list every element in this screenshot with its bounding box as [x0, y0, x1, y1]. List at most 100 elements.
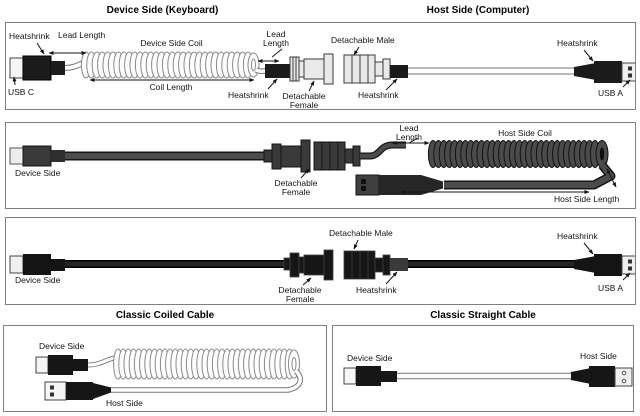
host-return-cable — [109, 369, 303, 393]
panel1-drawing — [9, 42, 635, 92]
device-side-label: Device Side — [15, 275, 61, 285]
lead-length-right-pointer — [271, 48, 283, 58]
panel5-drawing — [343, 366, 633, 387]
usb-a-heatshrink — [574, 256, 596, 273]
panel4-drawing — [35, 348, 303, 401]
detachable-male-connector — [343, 250, 391, 280]
usb-a-heatshrink — [574, 63, 596, 80]
usb-a-connector — [571, 366, 633, 387]
panel-custom-coiled-cable: Heatshrink Lead Length Device Side Coil … — [5, 22, 636, 110]
host-side-coil-label: Host Side Coil — [498, 128, 552, 138]
usb-c-tip — [9, 147, 24, 165]
title-classic-coiled: Classic Coiled Cable — [115, 310, 215, 321]
heatshrink-male-label: Heatshrink — [356, 285, 397, 295]
usb-c-pointer — [12, 76, 17, 86]
detachable-female-pointer — [300, 168, 310, 179]
usb-c-heatshrink — [381, 371, 397, 382]
panel-classic-coiled-cable: Device Side Host Side — [3, 325, 327, 412]
usb-c-body — [48, 355, 73, 375]
annotation-arrows — [302, 239, 631, 286]
heatshrink-male-label: Heatshrink — [358, 90, 399, 100]
detachable-male-label: Detachable Male — [331, 35, 395, 45]
usb-a-plug — [614, 367, 633, 387]
usb-c-body — [22, 55, 52, 81]
usb-c-body — [356, 366, 381, 386]
usb-c-connector — [9, 55, 65, 81]
usb-c-connector — [35, 355, 88, 375]
usb-c-tip — [9, 255, 24, 274]
usb-c-body — [22, 145, 52, 167]
coil-end-hole — [251, 58, 256, 72]
usb-c-tip — [343, 367, 357, 385]
heatshrink-male-pointer — [385, 78, 398, 91]
usb-c-connector — [343, 366, 397, 386]
coil-length-label: Coil Length — [149, 82, 193, 92]
lead-length-pointer — [408, 137, 419, 144]
device-side-label: Device Side — [347, 353, 393, 363]
usb-c-body — [23, 254, 51, 275]
lead-length-left-label: Lead Length — [58, 30, 106, 40]
header-device-side: Device Side (Keyboard) — [106, 5, 219, 16]
usb-c-heatshrink — [51, 150, 65, 162]
heatshrink-female-pointer — [267, 78, 278, 90]
device-side-label: Device Side — [39, 341, 85, 351]
usb-a-heatshrink — [93, 383, 111, 399]
detachable-female-connector — [289, 53, 334, 85]
panel2-drawing — [9, 137, 617, 196]
heatshrink-before-female — [265, 64, 292, 78]
usb-a-plug — [355, 174, 380, 196]
usb-a-pointer — [622, 272, 631, 281]
detachable-male-connector — [313, 141, 361, 171]
usb-a-body — [594, 61, 622, 83]
host-side-coil — [427, 140, 601, 168]
detachable-male-pointer — [353, 46, 360, 56]
detachable-female-label: Detachable Female — [274, 178, 318, 198]
usb-a-plug — [621, 62, 635, 82]
usb-a-heatshrink — [571, 368, 591, 384]
panel-classic-straight-cable: Device Side Host Side — [332, 325, 634, 412]
device-lead-cable — [87, 354, 118, 368]
usb-a-body — [589, 366, 615, 387]
usb-c-tip — [9, 57, 24, 79]
usb-c-connector — [9, 254, 65, 275]
usb-c-heatshrink — [51, 259, 65, 271]
coil-end-hole — [599, 147, 605, 161]
usb-a-label: USB A — [598, 283, 624, 293]
usb-c-heatshrink — [51, 61, 65, 75]
usb-a-pointer — [622, 79, 631, 88]
usb-a-label: USB A — [598, 88, 624, 98]
detachable-female-connector — [263, 139, 311, 173]
usb-a-plug — [44, 381, 67, 401]
device-side-coil — [80, 51, 254, 79]
usb-c-tip — [35, 356, 49, 374]
detachable-male-label: Detachable Male — [329, 228, 393, 238]
detachable-male-connector — [343, 54, 391, 84]
panel3-drawing — [9, 239, 635, 286]
detachable-female-connector — [283, 249, 334, 281]
annotation-arrows — [300, 137, 617, 194]
host-side-label: Host Side — [580, 351, 617, 361]
host-side-label: Host Side — [106, 398, 143, 408]
detachable-female-label: Detachable Female — [278, 285, 322, 305]
usb-a-body — [594, 254, 622, 276]
detachable-male-pointer — [353, 239, 359, 250]
heatshrink-female-label: Heatshrink — [228, 90, 269, 100]
usb-c-heatshrink — [73, 359, 88, 371]
detachable-female-pointer — [302, 277, 312, 286]
host-side-length-diagonal-arrow — [606, 168, 617, 188]
host-lead-cable — [360, 141, 406, 160]
header-host-side: Host Side (Computer) — [426, 5, 530, 16]
heatshrink-usbc-label: Heatshrink — [9, 31, 50, 41]
host-side-length-label: Host Side Length — [554, 194, 620, 204]
lead-length-label: Lead Length — [396, 123, 422, 143]
usb-c-connector — [9, 145, 65, 167]
lead-length-right-label: Lead Length — [263, 29, 289, 49]
heatshrink-usba-pointer — [583, 49, 594, 62]
usb-a-connector — [574, 61, 635, 83]
heatshrink-usba-label: Heatshrink — [557, 231, 598, 241]
detachable-female-pointer — [308, 80, 315, 92]
coil-end-hole — [291, 357, 297, 371]
usb-a-connector — [44, 381, 111, 401]
panel-host-coil-cable: Device Side Detachable Female Lead Lengt… — [5, 122, 636, 209]
